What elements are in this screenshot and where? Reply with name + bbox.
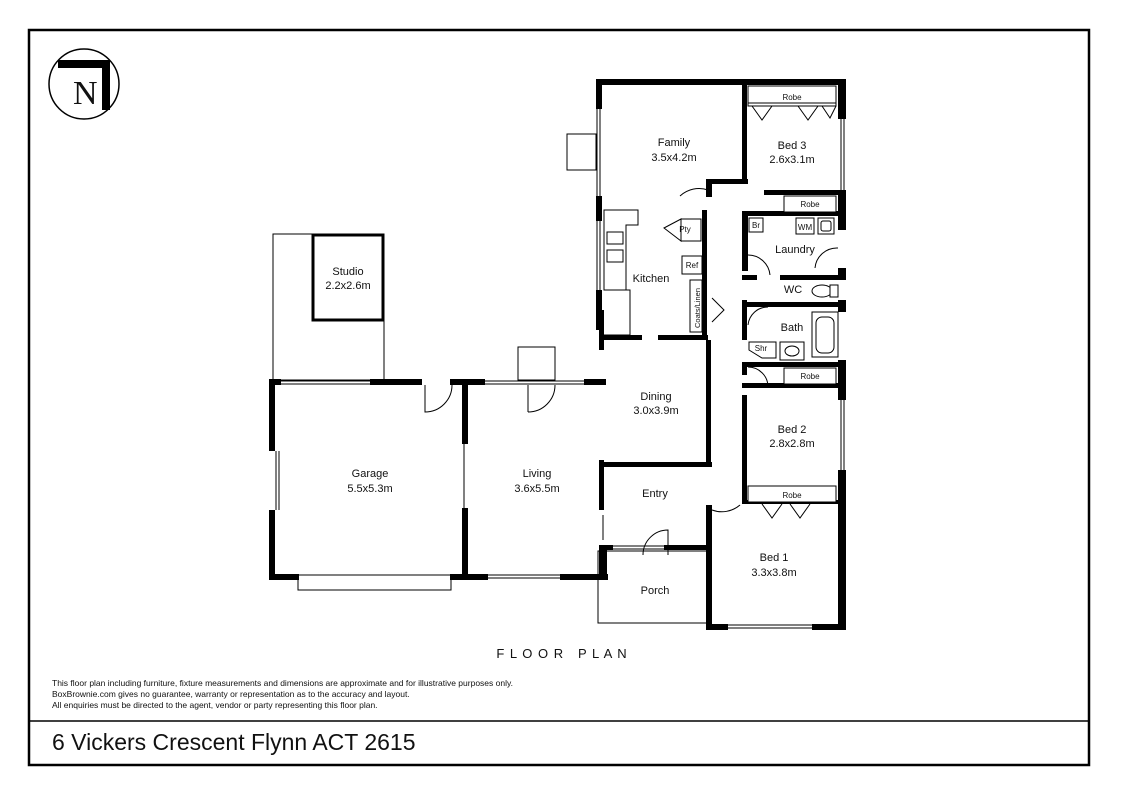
kitchen-name: Kitchen bbox=[633, 273, 670, 285]
pantry-label: Pty bbox=[679, 225, 691, 234]
bed1-name: Bed 1 bbox=[760, 552, 789, 564]
family-size: 3.5x4.2m bbox=[651, 152, 696, 164]
family-name: Family bbox=[658, 137, 691, 149]
bath-name: Bath bbox=[781, 322, 804, 334]
property-address: 6 Vickers Crescent Flynn ACT 2615 bbox=[52, 729, 416, 755]
bed2-size: 2.8x2.8m bbox=[769, 438, 814, 450]
coats-linen-label: Coats/Linen bbox=[693, 288, 702, 328]
wet-area-fixtures bbox=[748, 217, 839, 361]
page-border bbox=[27, 28, 1091, 767]
disclaimer: This floor plan including furniture, fix… bbox=[52, 678, 513, 711]
studio-walls bbox=[311, 233, 385, 322]
garage-name: Garage bbox=[352, 468, 389, 480]
living-name: Living bbox=[523, 468, 552, 480]
robe-bed3-label: Robe bbox=[782, 93, 802, 102]
disclaimer-line: This floor plan including furniture, fix… bbox=[52, 678, 513, 688]
north-compass-icon: N bbox=[48, 48, 120, 120]
bed3-name: Bed 3 bbox=[778, 140, 807, 152]
walls bbox=[269, 79, 846, 630]
floor-plan-title: F L O O R P L A N bbox=[496, 646, 627, 661]
robe-bed2-label: Robe bbox=[800, 372, 820, 381]
bed1-size: 3.3x3.8m bbox=[751, 567, 796, 579]
disclaimer-line: All enquiries must be directed to the ag… bbox=[52, 700, 378, 710]
broom-label: Br bbox=[752, 221, 760, 230]
robes bbox=[747, 85, 837, 519]
room-labels: Family 3.5x4.2m Bed 3 2.6x3.1m Studio 2.… bbox=[325, 137, 815, 597]
dining-name: Dining bbox=[640, 391, 671, 403]
entry-name: Entry bbox=[642, 488, 668, 500]
fridge-label: Ref bbox=[686, 261, 699, 270]
bed2-name: Bed 2 bbox=[778, 424, 807, 436]
shower-label: Shr bbox=[755, 344, 768, 353]
laundry-name: Laundry bbox=[775, 244, 815, 256]
windows bbox=[275, 79, 845, 629]
kitchen-fixtures bbox=[603, 209, 725, 336]
studio-name: Studio bbox=[332, 266, 363, 278]
outdoor-outlines bbox=[272, 133, 709, 624]
compass-letter: N bbox=[73, 75, 98, 112]
porch-name: Porch bbox=[641, 585, 670, 597]
dining-size: 3.0x3.9m bbox=[633, 405, 678, 417]
fixture-labels: Robe Robe Robe Robe Pty Ref Br WM Shr Co… bbox=[679, 93, 820, 500]
living-size: 3.6x5.5m bbox=[514, 483, 559, 495]
bed3-size: 2.6x3.1m bbox=[769, 154, 814, 166]
studio-size: 2.2x2.6m bbox=[325, 280, 370, 292]
wc-name: WC bbox=[784, 284, 802, 296]
garage-size: 5.5x5.3m bbox=[347, 483, 392, 495]
doors bbox=[424, 188, 839, 556]
robe-laundry-label: Robe bbox=[800, 200, 820, 209]
washing-machine-label: WM bbox=[798, 223, 813, 232]
disclaimer-line: BoxBrownie.com gives no guarantee, warra… bbox=[52, 689, 410, 699]
robe-bed1-label: Robe bbox=[782, 491, 802, 500]
